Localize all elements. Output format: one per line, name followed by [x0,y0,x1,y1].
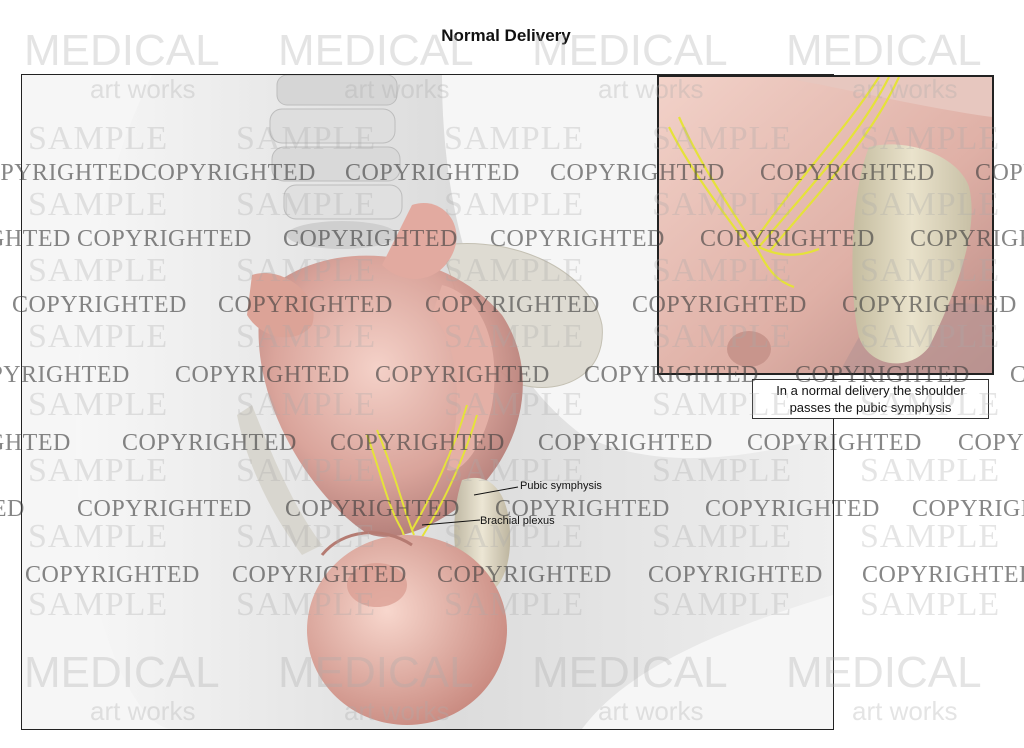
caption-line-2: passes the pubic symphysis [789,400,952,415]
inset-closeup [657,75,994,375]
spine [269,75,403,249]
label-pubic-symphysis: Pubic symphysis [520,480,602,492]
watermark-copyrighted: COPYRIGHTED [862,562,1024,588]
inset-nerves [668,77,900,289]
inset-pubic-bone [852,144,972,364]
watermark-artworks: art works [852,696,958,726]
sacrum [237,405,322,555]
inset-caption: In a normal delivery the shoulder passes… [752,379,989,419]
caption-line-1: In a normal delivery the shoulder [776,383,965,398]
fetus-head [307,535,507,725]
fetus-foot [382,203,457,279]
fetus-arm [432,285,495,471]
fetus-ear [347,563,407,607]
label-brachial-plexus: Brachial plexus [480,515,555,527]
watermark-copyrighted: COPYRIGHTED [958,430,1024,456]
inset-skin-fold [727,331,771,367]
figure-title: Normal Delivery [441,26,571,45]
watermark-sample: SAMPLE [860,586,1001,623]
watermark-sample: SAMPLE [860,518,1001,555]
anatomy-illustration [22,75,833,729]
fetus-hand [247,273,314,338]
watermark-copyrighted: COPYRIGHTED [1010,362,1024,388]
watermark-sample: SAMPLE [860,452,1001,489]
inset-illustration [659,77,992,373]
watermark-copyrighted: COPYRIGHTED [912,496,1024,522]
